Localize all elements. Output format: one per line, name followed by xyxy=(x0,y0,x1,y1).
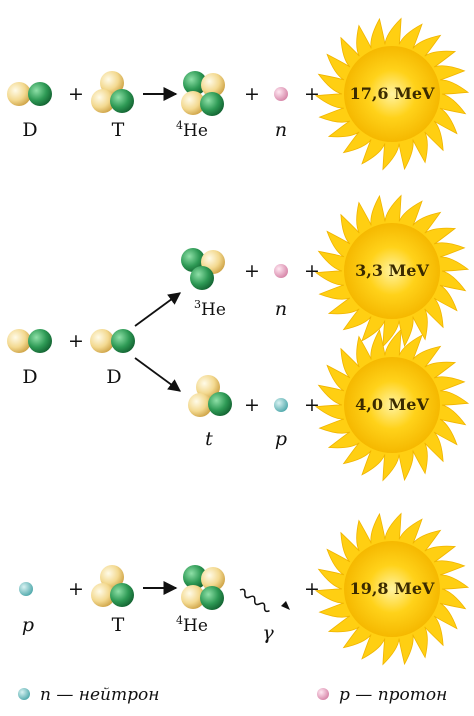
helium4-nucleus xyxy=(181,565,225,610)
deuterium-nucleus xyxy=(7,329,52,353)
product-label: t xyxy=(205,428,213,450)
legend-proton-swatch xyxy=(317,688,329,700)
energy-sun xyxy=(314,17,470,171)
reaction-1: D + T 4He + n + 17,6 MeV xyxy=(7,17,470,171)
reactant-label: T xyxy=(112,119,125,141)
proton-particle xyxy=(19,582,33,596)
reaction-3: p + T 4He γ + 19,8 MeV xyxy=(19,512,470,666)
legend-neutron-label: n — нейтрон xyxy=(40,685,159,705)
plus-sign: + xyxy=(304,260,320,282)
energy-value: 17,6 MeV xyxy=(350,84,435,103)
neutron-particle xyxy=(274,264,288,278)
gamma-arrowhead xyxy=(281,601,290,610)
neutron-particle xyxy=(274,87,288,101)
helium3-nucleus xyxy=(181,248,225,290)
product-label: 3He xyxy=(194,298,226,320)
product-label: n xyxy=(275,119,287,141)
energy-sun xyxy=(314,328,470,482)
plus-sign: + xyxy=(244,83,260,105)
gamma-wave xyxy=(239,588,270,613)
plus-sign: + xyxy=(304,83,320,105)
legend: n — нейтрон p — протон xyxy=(18,685,447,705)
sun-core xyxy=(344,357,440,453)
reaction-2: D + D 3He + n + 3,3 MeV t + p + xyxy=(7,194,470,482)
reactant-label: D xyxy=(22,119,37,141)
sun-core xyxy=(344,223,440,319)
plus-sign: + xyxy=(68,578,84,600)
proton-particle xyxy=(274,398,288,412)
legend-proton-label: p — протон xyxy=(339,685,447,705)
product-label: n xyxy=(275,298,287,320)
plus-sign: + xyxy=(304,394,320,416)
product-label: 4He xyxy=(176,614,208,636)
product-label: 4He xyxy=(176,119,208,141)
branch-arrow-down xyxy=(134,357,182,392)
energy-value: 4,0 MeV xyxy=(355,395,429,414)
deuterium-nucleus xyxy=(90,329,135,353)
reactant-label: T xyxy=(112,614,125,636)
plus-sign: + xyxy=(304,578,320,600)
helium4-nucleus xyxy=(181,71,225,116)
tritium-nucleus xyxy=(188,375,232,417)
plus-sign: + xyxy=(244,394,260,416)
product-label: γ xyxy=(262,622,274,644)
sun-core xyxy=(344,541,440,637)
deuterium-nucleus xyxy=(7,82,52,106)
energy-value: 3,3 MeV xyxy=(355,261,429,280)
plus-sign: + xyxy=(68,330,84,352)
reactant-label: D xyxy=(106,366,121,388)
tritium-nucleus xyxy=(91,71,134,113)
energy-value: 19,8 MeV xyxy=(350,579,435,598)
reactant-label: D xyxy=(22,366,37,388)
plus-sign: + xyxy=(244,260,260,282)
sun-core xyxy=(344,46,440,142)
legend-neutron-swatch xyxy=(18,688,30,700)
reactant-label: p xyxy=(22,614,34,636)
branch-arrow-up xyxy=(134,292,182,327)
tritium-nucleus xyxy=(91,565,134,607)
product-label: p xyxy=(275,428,287,450)
plus-sign: + xyxy=(68,83,84,105)
energy-sun xyxy=(314,194,470,348)
energy-sun xyxy=(314,512,470,666)
